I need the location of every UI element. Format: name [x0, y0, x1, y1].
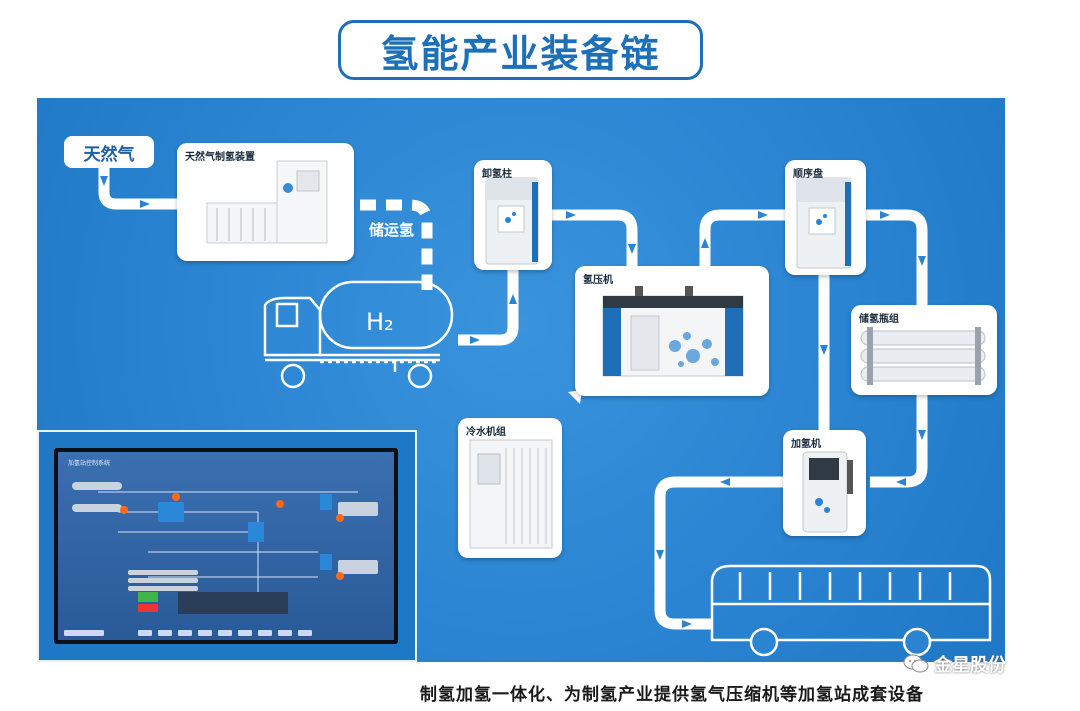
- unloading-post-image: [485, 177, 539, 265]
- dispenser-card: 加氢机: [783, 430, 866, 536]
- h2-label: H₂: [366, 308, 394, 336]
- compressor-label: 氢压机: [583, 275, 613, 286]
- flow-truck-to-post: [458, 270, 519, 346]
- flow-storage-dashed: [360, 199, 433, 290]
- storage-bank-label: 储氢瓶组: [859, 314, 899, 325]
- brand: 金星股份: [903, 651, 1006, 677]
- monitor-button: [238, 630, 252, 636]
- monitor-button: [278, 630, 292, 636]
- monitor-button: [218, 630, 232, 636]
- flow-storage-to-dispenser: [870, 395, 928, 488]
- flow-panel-to-storage: [866, 209, 928, 305]
- dispenser-label: 加氢机: [791, 439, 821, 450]
- control-monitor: 加氢站控制系统: [54, 448, 398, 644]
- unloading-post-card: 卸氢柱: [474, 160, 552, 270]
- monitor-schematic: [72, 482, 378, 614]
- storage-transport-label: 储运氢: [369, 221, 415, 239]
- chiller-image: [469, 439, 553, 549]
- hydrogen-plant-card: 天然气制氢装置: [177, 143, 354, 261]
- caption: 制氢加氢一体化、为制氢产业提供氢气压缩机等加氢站成套设备: [420, 685, 924, 705]
- sequence-panel-card: 顺序盘: [785, 160, 866, 275]
- hydrogen-plant-label: 天然气制氢装置: [185, 152, 255, 163]
- compressor-image: [602, 286, 744, 377]
- wechat-icon: [903, 654, 929, 673]
- monitor-button: [258, 630, 272, 636]
- natural-gas-label: 天然气: [83, 144, 135, 165]
- monitor-button: [298, 630, 312, 636]
- monitor-button: [138, 630, 152, 636]
- monitor-button: [158, 630, 172, 636]
- monitor-screen: 加氢站控制系统: [58, 452, 394, 640]
- unloading-post-label: 卸氢柱: [482, 169, 512, 180]
- storage-bank-card: 储氢瓶组: [851, 305, 997, 395]
- brand-name: 金星股份: [934, 655, 1006, 676]
- monitor-title: 加氢站控制系统: [68, 460, 111, 467]
- page-title: 氢能产业装备链: [380, 31, 661, 76]
- flow-post-to-compressor: [552, 209, 638, 266]
- natural-gas-tag: 天然气: [64, 136, 154, 168]
- hydrogen-plant-image: [206, 160, 328, 244]
- chiller-card: 冷水机组: [458, 418, 562, 558]
- flow-compressor-to-panel: [699, 209, 785, 266]
- monitor-button: [198, 630, 212, 636]
- chiller-label: 冷水机组: [466, 427, 506, 438]
- monitor-footer-bar: [64, 630, 104, 636]
- bus-outline: [710, 564, 992, 657]
- dispenser-image: [802, 451, 853, 533]
- storage-bank-image: [860, 327, 986, 385]
- chiller-arrow: [556, 390, 582, 418]
- truck-outline: [263, 280, 454, 389]
- sequence-panel-label: 顺序盘: [793, 169, 823, 180]
- monitor-button: [178, 630, 192, 636]
- title-box: 氢能产业装备链: [338, 20, 703, 80]
- flow-dispenser-to-bus: [654, 476, 783, 630]
- flow-gas-to-plant: [98, 168, 182, 210]
- sequence-panel-image: [796, 177, 852, 269]
- compressor-card: 氢压机: [575, 266, 769, 396]
